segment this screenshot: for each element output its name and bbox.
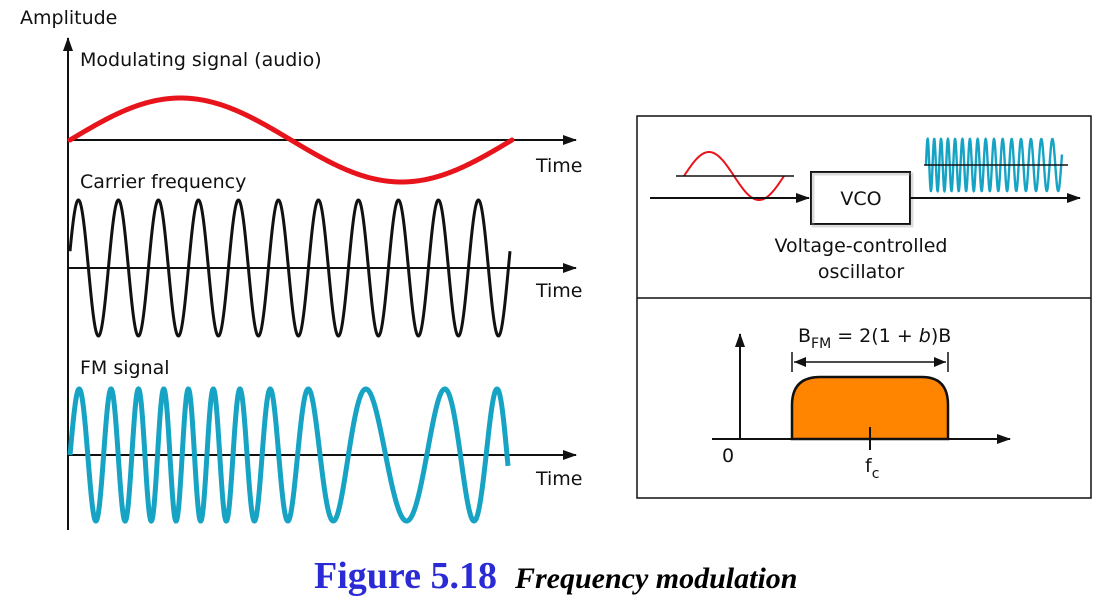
amplitude-axis-label: Amplitude [20, 7, 117, 29]
figure-caption: Figure 5.18 Frequency modulation [314, 555, 797, 597]
vco-box-shadow [811, 172, 914, 228]
right-panel-frame [636, 115, 1092, 499]
fm-time-label: Time [535, 468, 583, 490]
fm-signal-label: FM signal [80, 357, 170, 379]
modulating-wave [67, 95, 515, 185]
vco-box [810, 171, 911, 225]
vco-description-line1: Voltage-controlled [774, 235, 947, 257]
modulating-signal-label: Modulating signal (audio) [80, 49, 322, 71]
carrier-time-label: Time [535, 280, 583, 302]
signals-panel: Amplitude Modulating signal (audio) Time… [20, 7, 583, 530]
vco-output-wave [924, 136, 1064, 194]
vco-box-label: VCO [840, 188, 881, 210]
bandwidth-panel: BFM = 2(1 + b)B 0 fc [712, 325, 1011, 482]
bandwidth-arrowhead-right [934, 357, 946, 367]
figure-number: Figure 5.18 [314, 555, 497, 597]
bandwidth-arrowhead-left [794, 357, 806, 367]
vco-panel: VCO Voltage-controlled oscillator [636, 115, 1092, 499]
carrier-wave [68, 198, 512, 338]
bandwidth-formula: BFM = 2(1 + b)B [798, 325, 951, 352]
fm-spectrum-band [790, 375, 950, 441]
spectrum-origin-label: 0 [722, 445, 734, 467]
carrier-frequency-label: Carrier frequency [80, 171, 246, 193]
carrier-frequency-symbol: fc [865, 455, 879, 482]
modulating-time-label: Time [535, 155, 583, 177]
figure-title: Frequency modulation [514, 562, 798, 595]
vco-description-line2: oscillator [818, 261, 905, 283]
fm-wave [67, 386, 511, 524]
